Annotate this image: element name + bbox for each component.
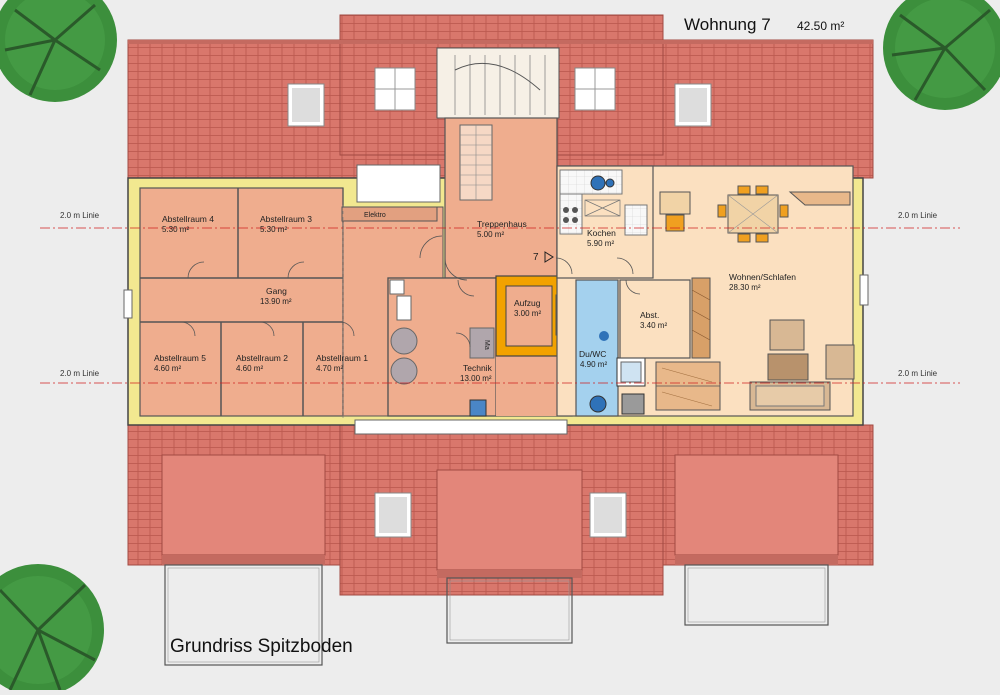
room-area-technik: 13.00 m² [460, 374, 492, 383]
machine-label: Ma [483, 340, 490, 350]
elektro-label: Elektro [364, 212, 386, 219]
dormer-balconies [161, 454, 839, 666]
room-label-abstellraum5: Abstellraum 5 [154, 353, 206, 363]
room-label-gang: Gang [266, 286, 287, 296]
height-line-label: 2.0 m Linie [898, 369, 938, 378]
unit-title: Wohnung 7 [684, 15, 771, 34]
tree-icon-top-right [883, 0, 1000, 110]
room-area-treppenhaus: 5.00 m² [477, 230, 504, 239]
door-arc [419, 235, 443, 259]
skylight-windows-top [287, 67, 712, 127]
entry-arrow-icon [544, 251, 554, 263]
room-area-abst: 3.40 m² [640, 321, 667, 330]
room-area-abstellraum2: 4.60 m² [236, 364, 263, 373]
tree-icon-bottom-left [0, 564, 104, 695]
room-label-abstellraum4: Abstellraum 4 [162, 214, 214, 224]
height-line-label: 2.0 m Linie [60, 369, 100, 378]
plan-title: Grundriss Spitzboden [170, 636, 353, 657]
tree-icon-top-left [0, 0, 117, 102]
window-left [123, 289, 133, 319]
elektro-box [341, 206, 438, 222]
skylight-windows-bottom [374, 492, 627, 538]
height-line-label: 2.0 m Linie [60, 211, 100, 220]
stairwell [444, 117, 558, 279]
staircase-top [436, 47, 560, 119]
room-area-abstellraum5: 4.60 m² [154, 364, 181, 373]
height-line-label: 2.0 m Linie [898, 211, 938, 220]
room-label-abst: Abst. [640, 310, 659, 320]
room-area-abstellraum3: 5.30 m² [260, 225, 287, 234]
room-label-treppenhaus: Treppenhaus [477, 219, 527, 229]
door-arc [444, 257, 468, 281]
room-area-gang: 13.90 m² [260, 297, 292, 306]
room-area-wohnen: 28.30 m² [729, 283, 761, 292]
room-label-abstellraum3: Abstellraum 3 [260, 214, 312, 224]
room-area-aufzug: 3.00 m² [514, 309, 541, 318]
unit-number-label: 7 [533, 252, 539, 263]
light-well-bottom [354, 419, 568, 435]
room-label-duwc: Du/WC [579, 349, 606, 359]
room-label-wohnen: Wohnen/Schlafen [729, 272, 796, 282]
apartment [555, 165, 855, 417]
unit-area: 42.50 m² [797, 19, 844, 33]
light-well-top [356, 164, 441, 203]
room-area-kochen: 5.90 m² [587, 239, 614, 248]
room-area-abstellraum1: 4.70 m² [316, 364, 343, 373]
room-label-kochen: Kochen [587, 228, 616, 238]
room-label-abstellraum1: Abstellraum 1 [316, 353, 368, 363]
room-area-abstellraum4: 5.30 m² [162, 225, 189, 234]
room-label-abstellraum2: Abstellraum 2 [236, 353, 288, 363]
window-right [859, 274, 869, 306]
room-area-duwc: 4.90 m² [580, 360, 607, 369]
room-label-technik: Technik [463, 363, 493, 373]
room-label-aufzug: Aufzug [514, 298, 541, 308]
